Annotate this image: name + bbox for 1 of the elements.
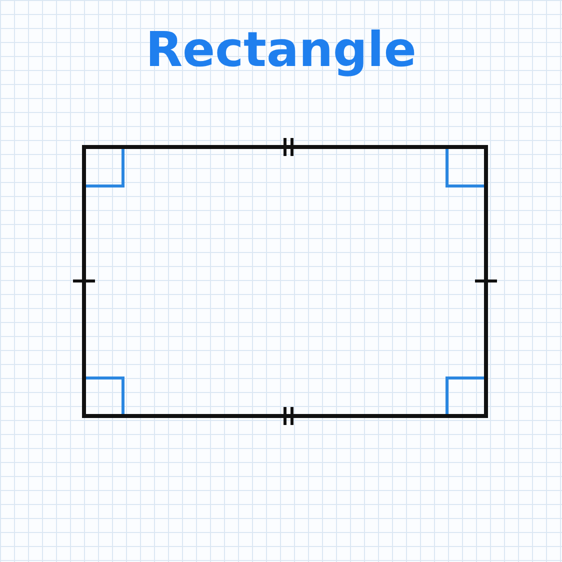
diagram-title: Rectangle [146, 22, 416, 78]
